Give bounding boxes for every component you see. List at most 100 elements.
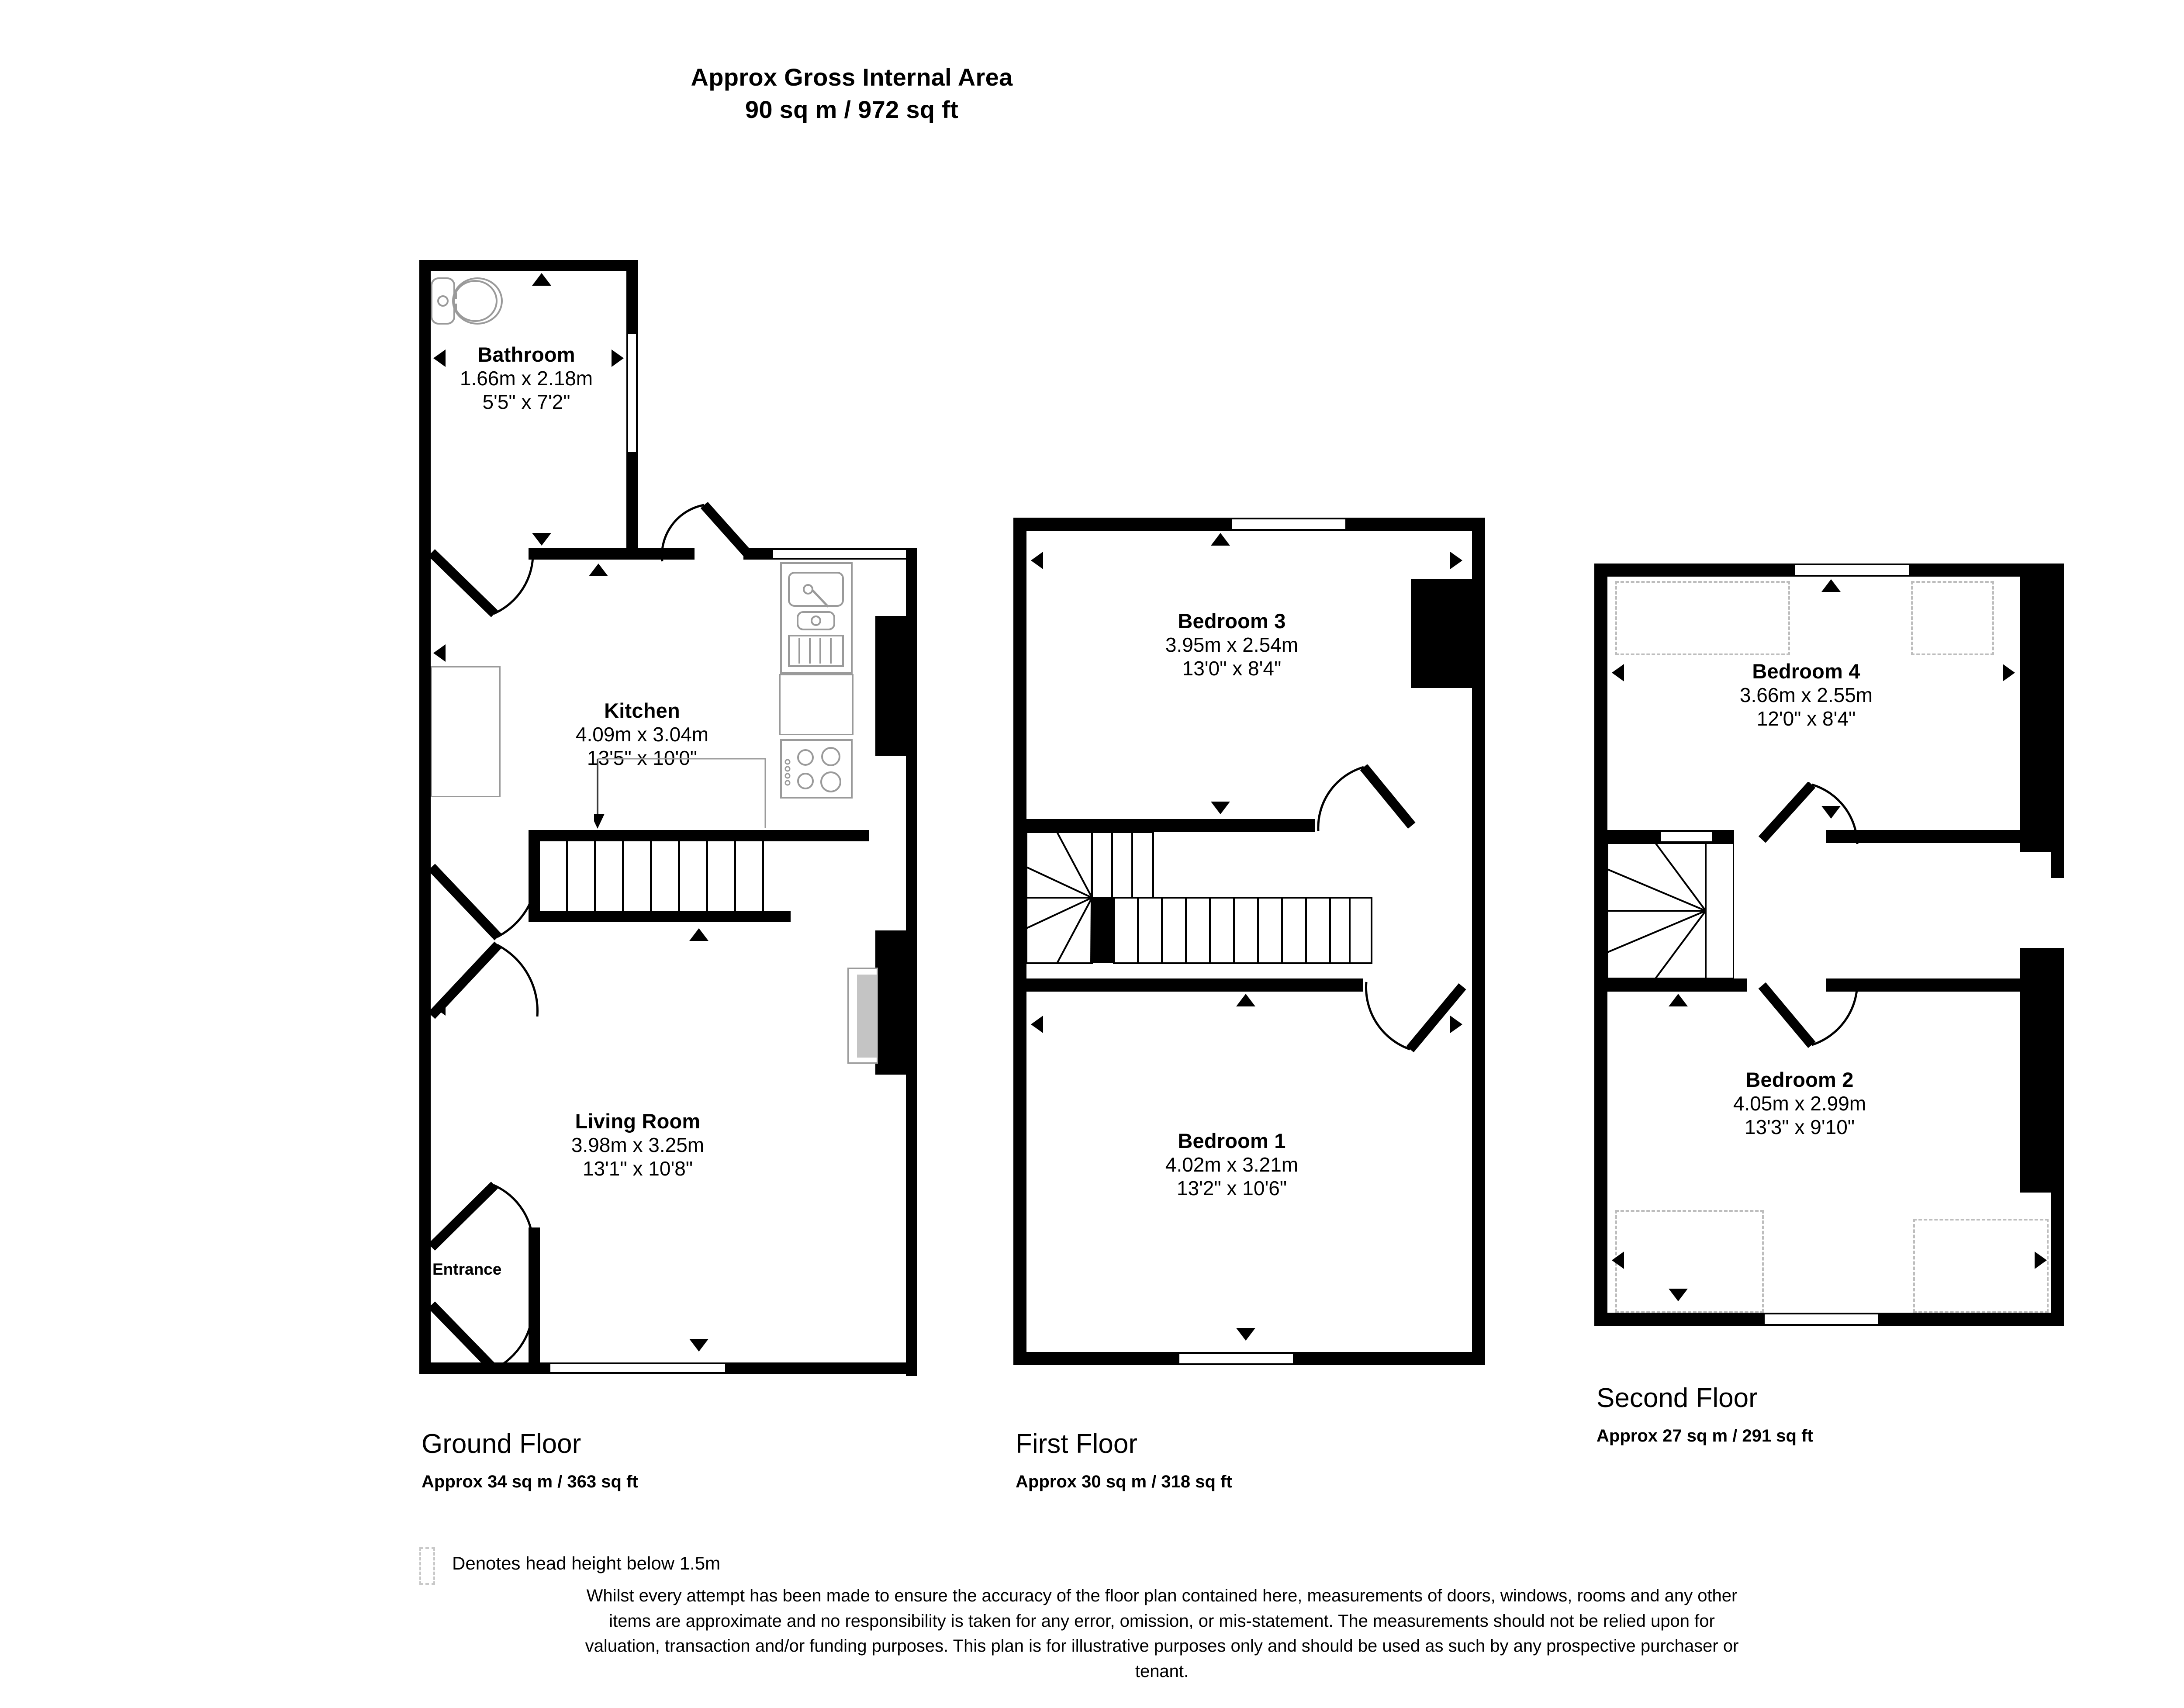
room-label-bedroom-1: Bedroom 1 4.02m x 3.21m 13'2" x 10'6" <box>1165 1129 1299 1200</box>
ff-landing-wall-top <box>1013 819 1315 832</box>
bedroom2-dim-arrow-top <box>1669 994 1688 1006</box>
ff-window-south <box>1179 1352 1293 1365</box>
ff-wall-top-left <box>1013 518 1232 531</box>
bedroom4-dim-arrow-left <box>1612 664 1624 681</box>
kitchen-dim-arrow-right <box>891 644 903 662</box>
sf-stair-window <box>1661 830 1712 843</box>
kitchen-wall-right-upper <box>906 548 917 616</box>
room-label-living-room: Living Room 3.98m x 3.25m 13'1" x 10'8" <box>571 1110 705 1180</box>
bathroom-dim-arrow-right <box>612 349 624 367</box>
head-height-zone-b4-right <box>1911 581 1994 655</box>
bathroom-dim-arrow-left <box>433 349 446 367</box>
bathroom-wall-right-lower <box>626 452 638 553</box>
sf-wall-right-bottom <box>2051 1193 2064 1326</box>
living-wall-right-lower <box>906 1075 917 1376</box>
bedroom2-door-swing <box>1738 978 1861 1048</box>
living-wall-left <box>419 871 431 1374</box>
stair-wall-right-return <box>791 830 869 841</box>
living-dim-arrow-left <box>433 998 446 1016</box>
bedroom3-dim-arrow-top <box>1211 533 1230 546</box>
sf-wall-bottom-left <box>1594 1313 1765 1326</box>
room-label-bathroom: Bathroom 1.66m x 2.18m 5'5" x 7'2" <box>460 343 593 413</box>
bedroom1-dim-arrow-top <box>1236 994 1255 1006</box>
bedroom4-dim-arrow-top <box>1821 579 1841 592</box>
kitchen-unit-left <box>431 666 501 797</box>
kitchen-hob-icon <box>779 738 854 799</box>
bedroom3-door-swing <box>1315 764 1433 834</box>
second-floor-area: Approx 27 sq m / 291 sq ft <box>1597 1426 1813 1445</box>
ff-wall-top-right <box>1345 518 1485 531</box>
bathroom-dim-arrow-top <box>532 273 551 286</box>
sf-wall-top-left <box>1594 564 1795 577</box>
entrance-door-swing-lower <box>428 1300 537 1374</box>
ground-floor-plan: Bathroom 1.66m x 2.18m 5'5" x 7'2" <box>419 260 917 1378</box>
head-height-zone-b2-left <box>1615 1210 1764 1313</box>
head-height-legend-swatch <box>419 1547 435 1585</box>
head-height-legend-label: Denotes head height below 1.5m <box>452 1553 721 1573</box>
living-wall-bottom-right <box>725 1362 917 1374</box>
head-height-zone-b4-left <box>1615 581 1790 655</box>
hall-door-swing-upper <box>428 863 542 941</box>
sf-wall-right-mid <box>2051 852 2064 878</box>
stair-wall-top <box>529 830 791 841</box>
entrance-label: Entrance <box>432 1260 502 1278</box>
ff-wall-bottom-right <box>1293 1352 1485 1365</box>
kitchen-wall-top-right <box>743 548 773 560</box>
gross-area-line1: Approx Gross Internal Area <box>691 63 1013 91</box>
ff-wall-right-bulge-upper <box>1411 579 1485 688</box>
kitchen-wall-top-left-stub <box>529 548 642 560</box>
sf-wall-left <box>1594 564 1607 1326</box>
living-dim-arrow-top <box>689 928 708 941</box>
living-dim-arrow-right <box>891 998 903 1016</box>
bedroom2-dim-arrow-right <box>2035 1252 2047 1269</box>
room-label-bedroom-4: Bedroom 4 3.66m x 2.55m 12'0" x 8'4" <box>1739 660 1873 730</box>
sf-window-south <box>1765 1313 1878 1326</box>
sf-window-north <box>1795 564 1909 577</box>
bedroom1-dim-arrow-bottom <box>1236 1328 1255 1341</box>
kitchen-wall-right-lower <box>906 756 917 826</box>
bedroom1-door-swing <box>1363 978 1481 1053</box>
ff-landing-wall-bottom <box>1013 978 1363 992</box>
first-floor-plan: Bedroom 3 3.95m x 2.54m 13'0" x 8'4" Bed… <box>1013 518 1485 1365</box>
bathroom-door-swing <box>428 548 537 618</box>
bedroom1-dim-arrow-left <box>1031 1016 1043 1033</box>
bathroom-window-east <box>626 334 638 452</box>
bedroom2-dim-arrow-left <box>1612 1252 1624 1269</box>
bedroom4-dim-arrow-bottom <box>1821 806 1841 819</box>
ff-wall-right-bottom <box>1472 950 1485 1365</box>
ground-floor-area: Approx 34 sq m / 363 sq ft <box>422 1472 638 1491</box>
room-label-bedroom-2: Bedroom 2 4.05m x 2.99m 13'3" x 9'10" <box>1733 1068 1866 1138</box>
bedroom2-dim-arrow-bottom <box>1669 1289 1688 1301</box>
second-floor-plan: Bedroom 4 3.66m x 2.55m 12'0" x 8'4" Bed… <box>1594 564 2064 1326</box>
second-floor-name: Second Floor <box>1597 1383 1758 1413</box>
bedroom4-dim-arrow-right <box>2003 664 2015 681</box>
living-window-south <box>550 1362 725 1374</box>
living-fireplace-fill <box>857 975 877 1058</box>
first-floor-area: Approx 30 sq m / 318 sq ft <box>1016 1472 1232 1491</box>
bathroom-dim-arrow-bottom <box>532 533 551 546</box>
ff-wall-right-top <box>1472 518 1485 579</box>
ff-staircase <box>1026 831 1472 978</box>
disclaimer-text: Whilst every attempt has been made to en… <box>585 1586 1739 1681</box>
bathroom-wall-right-upper <box>626 260 638 334</box>
bedroom3-dim-arrow-right <box>1450 552 1462 569</box>
kitchen-window-north <box>773 548 906 560</box>
kitchen-sink-icon <box>779 561 854 675</box>
ff-wall-bottom-left <box>1013 1352 1179 1365</box>
sf-corridor-wall-top <box>1826 830 2035 843</box>
ff-window-north <box>1232 518 1345 531</box>
living-dim-arrow-bottom <box>689 1339 708 1352</box>
bedroom3-dim-arrow-left <box>1031 552 1043 569</box>
ff-wall-left <box>1013 518 1026 1365</box>
stair-wall-bottom <box>529 911 791 922</box>
bedroom4-door-swing <box>1738 781 1861 847</box>
bathroom-wall-top <box>419 260 638 271</box>
wc-fixture-icon <box>428 268 507 333</box>
kitchen-dim-arrow-left <box>433 644 446 662</box>
ground-floor-name: Ground Floor <box>422 1429 581 1459</box>
bedroom1-dim-arrow-right <box>1450 1016 1462 1033</box>
stair-direction-indicator <box>591 758 769 832</box>
sf-wall-bottom-right <box>1878 1313 2064 1326</box>
ground-staircase <box>540 841 791 911</box>
sf-wall-right-upper <box>2020 564 2064 852</box>
